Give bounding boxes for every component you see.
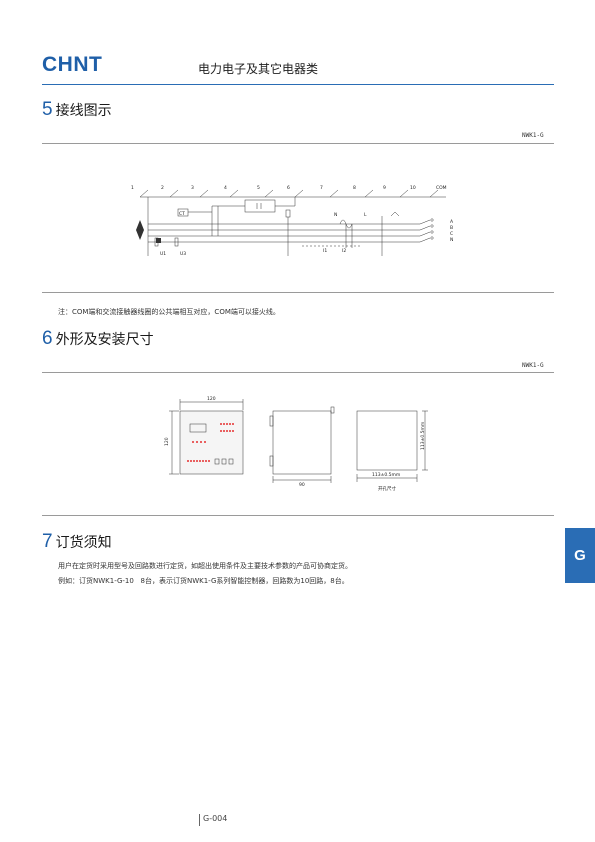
section-6-rule bbox=[42, 372, 554, 373]
chapter-tab-g: G bbox=[565, 528, 595, 583]
order-instructions-line-1: 用户在定货时采用型号及回路数进行定货，如超出使用条件及主要技术参数的产品可协商定… bbox=[58, 562, 352, 570]
terminal-label: 2 bbox=[161, 185, 164, 191]
u1-label: U1 bbox=[160, 251, 166, 257]
section-5-bottom-rule bbox=[42, 292, 554, 293]
side-view bbox=[272, 410, 332, 475]
header-divider bbox=[42, 84, 554, 85]
phase-a-label: A bbox=[450, 219, 454, 225]
ct-label: CT bbox=[179, 211, 185, 217]
phase-n-label: N bbox=[450, 237, 453, 243]
chnt-logo: CHNT bbox=[42, 53, 103, 76]
section-5-rule bbox=[42, 143, 554, 144]
order-instructions-line-2: 例如：订货NWK1-G-10 8台，表示订货NWK1-G系列智能控制器，回路数为… bbox=[58, 577, 349, 585]
terminal-label: 7 bbox=[320, 185, 323, 191]
cutout-view bbox=[356, 410, 418, 471]
terminal-label: 1 bbox=[131, 185, 134, 191]
section-6-heading: 外形及安装尺寸 bbox=[55, 332, 154, 348]
section-7-number: 7 bbox=[42, 531, 53, 552]
header-title: 电力电子及其它电器类 bbox=[198, 62, 319, 76]
i2-label: I2 bbox=[342, 248, 346, 254]
section-5-model: NWK1-G bbox=[522, 132, 544, 139]
cutout-width-label: 113±0.5mm bbox=[372, 472, 400, 478]
page-number: G-004 bbox=[199, 814, 227, 826]
terminal-label: 9 bbox=[383, 185, 386, 191]
section-5-number: 5 bbox=[42, 99, 53, 120]
section-5-heading: 接线图示 bbox=[55, 103, 112, 119]
u3-label: U3 bbox=[180, 251, 186, 257]
ground-arrow-icon bbox=[136, 220, 144, 240]
terminal-label: 5 bbox=[257, 185, 260, 191]
terminal-label: 6 bbox=[287, 185, 290, 191]
phase-c-label: C bbox=[450, 231, 453, 237]
section-7-heading: 订货须知 bbox=[55, 535, 112, 551]
dimension-drawings: 120 120 90 113±0.5mm 113±0.5mm 开孔尺寸 bbox=[164, 396, 428, 492]
section-6-model: NWK1-G bbox=[522, 362, 544, 369]
terminal-label: COM bbox=[436, 185, 447, 191]
terminal-label: 4 bbox=[224, 185, 227, 191]
terminal-label: 3 bbox=[191, 185, 194, 191]
terminal-label: 10 bbox=[410, 185, 416, 191]
l-label: L bbox=[364, 212, 367, 218]
depth-label: 90 bbox=[299, 482, 305, 488]
front-height-label: 120 bbox=[164, 437, 170, 446]
terminal-label: 8 bbox=[353, 185, 356, 191]
wiring-diagram: 1 2 3 4 5 6 7 8 9 10 COM CT N L I1 I2 U1… bbox=[131, 185, 454, 257]
i1-label: I1 bbox=[323, 248, 327, 254]
n-label: N bbox=[334, 212, 337, 218]
front-view bbox=[179, 410, 244, 475]
phase-b-label: B bbox=[450, 225, 453, 231]
front-width-label: 120 bbox=[207, 396, 216, 402]
section-6-number: 6 bbox=[42, 328, 53, 349]
wiring-note: 注：COM端和交流接触器线圈的公共端相互对应，COM端可以接火线。 bbox=[58, 308, 280, 316]
display-window bbox=[189, 423, 207, 433]
led-indicators bbox=[187, 423, 234, 462]
switch-contacts bbox=[139, 189, 439, 198]
cutout-height-label: 113±0.5mm bbox=[420, 422, 426, 450]
section-6-bottom-rule bbox=[42, 515, 554, 516]
cutout-caption: 开孔尺寸 bbox=[378, 485, 396, 492]
